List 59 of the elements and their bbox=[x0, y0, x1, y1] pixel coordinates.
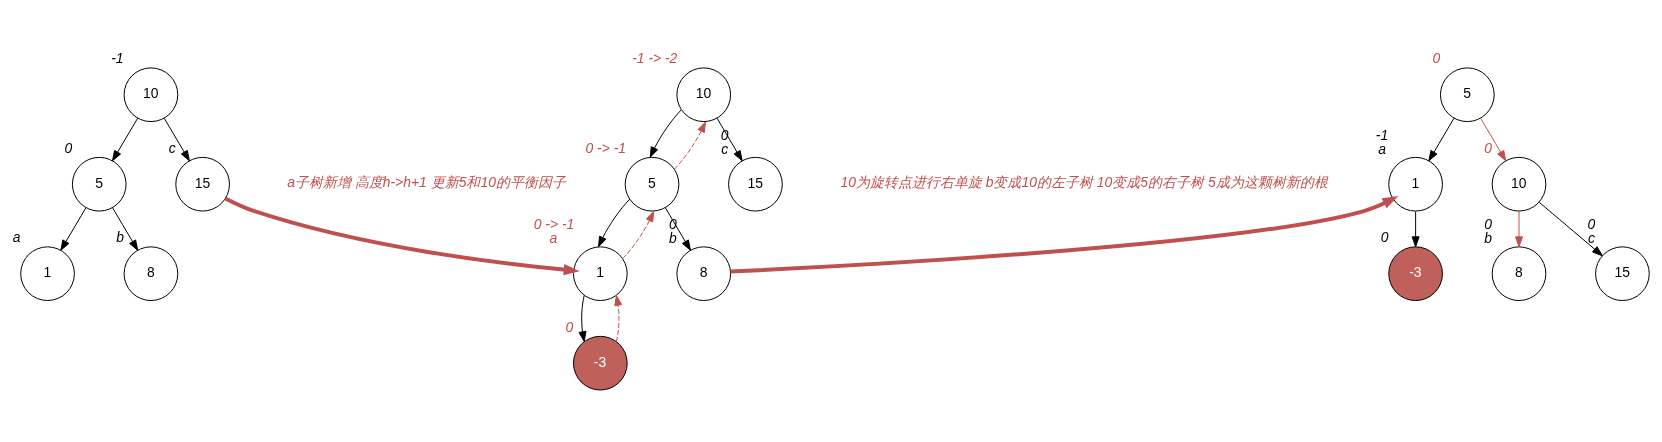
node-circle: 5 bbox=[624, 156, 680, 212]
node-label: -1 bbox=[111, 49, 124, 66]
node-label: 0 -> -1 bbox=[585, 139, 626, 156]
arrow bbox=[163, 117, 190, 161]
node-circle: 10 bbox=[123, 66, 179, 122]
arrow bbox=[578, 294, 587, 342]
node-circle: 15 bbox=[175, 156, 230, 212]
arrow bbox=[664, 206, 691, 251]
node-circle: 5 bbox=[71, 156, 127, 212]
node-circle: 1 bbox=[573, 245, 628, 301]
node-label: 0 -> -1 bbox=[533, 215, 575, 232]
node-label: 0 bbox=[64, 139, 73, 156]
node-label: a bbox=[12, 228, 21, 245]
arrow bbox=[649, 108, 682, 158]
arrow bbox=[614, 294, 623, 342]
node-label: 0 bbox=[565, 318, 574, 335]
node-label: c bbox=[1588, 229, 1596, 246]
node-circle: 5 bbox=[1439, 66, 1495, 122]
arrow bbox=[60, 206, 87, 251]
node-circle: -3 bbox=[573, 335, 628, 390]
arrow bbox=[730, 195, 1399, 273]
node-label: 0 bbox=[1587, 215, 1596, 232]
node-circle: 15 bbox=[728, 156, 783, 212]
node-circle: 8 bbox=[123, 245, 179, 301]
arrow bbox=[1515, 210, 1523, 247]
arrow bbox=[1538, 201, 1603, 256]
arrow bbox=[224, 196, 580, 275]
node-label: b bbox=[1484, 229, 1492, 246]
node-label: c bbox=[168, 139, 176, 156]
node-circle: 1 bbox=[1388, 156, 1443, 212]
node-circle: -3 bbox=[1388, 245, 1443, 301]
node-label: 0 bbox=[1380, 228, 1389, 245]
arrow bbox=[622, 210, 655, 259]
arrow bbox=[1411, 210, 1420, 247]
node-label: b bbox=[116, 228, 124, 245]
node-circle: 1 bbox=[20, 245, 75, 301]
node-circle: 8 bbox=[676, 245, 732, 301]
node-label: 0 bbox=[1484, 139, 1492, 156]
node-label: a bbox=[549, 229, 558, 246]
arrow bbox=[673, 121, 706, 170]
node-label: -1 bbox=[1375, 126, 1389, 143]
node-circle: 15 bbox=[1595, 245, 1650, 301]
arrow bbox=[716, 117, 743, 161]
arrow bbox=[112, 117, 139, 161]
node-label: 0 bbox=[1432, 49, 1441, 66]
arrow bbox=[598, 198, 631, 247]
label: a子树新增 高度h->h+1 更新5和10的平衡因子 bbox=[287, 173, 566, 190]
node-circle: 10 bbox=[1491, 156, 1547, 212]
arrow bbox=[1480, 117, 1507, 161]
node-circle: 8 bbox=[1491, 245, 1547, 301]
node-label: 0 bbox=[1484, 215, 1492, 232]
node-circle: 10 bbox=[676, 66, 732, 122]
node-label: b bbox=[668, 229, 677, 246]
node-label: -1 -> -2 bbox=[632, 49, 678, 66]
node-label: a bbox=[1378, 140, 1387, 157]
arrow bbox=[1428, 117, 1455, 161]
node-label: c bbox=[721, 140, 729, 157]
arrow bbox=[112, 206, 139, 251]
label: 10为旋转点进行右单旋 b变成10的左子树 10变成5的右子树 5成为这颗树新的根 bbox=[840, 173, 1328, 190]
